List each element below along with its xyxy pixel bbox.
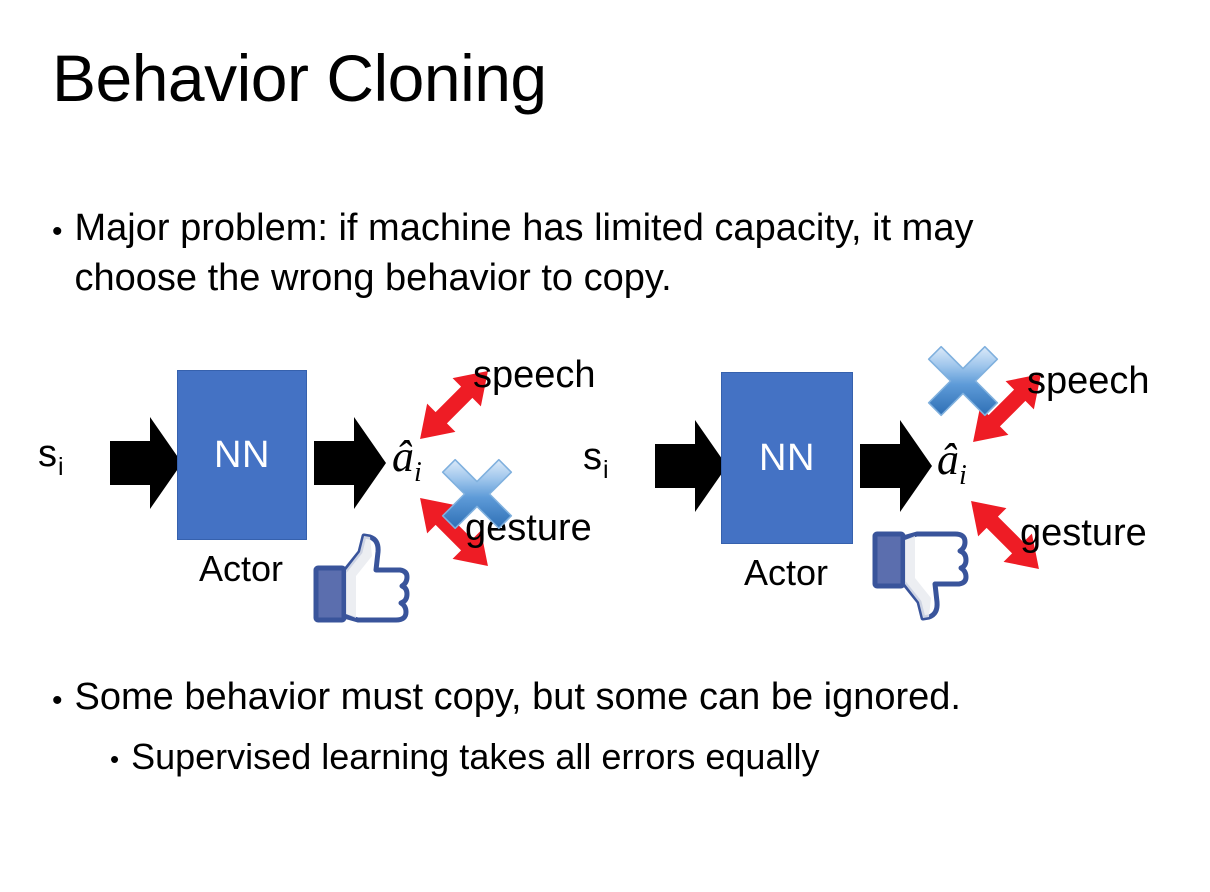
nn-box-left: NN <box>177 370 307 540</box>
output-arrow-right <box>860 418 932 514</box>
action-subscript: i <box>414 456 422 488</box>
state-label-left: si <box>38 435 64 480</box>
speech-arrow-left <box>394 345 514 465</box>
thumbs-down-icon <box>871 528 975 624</box>
nn-box-label: NN <box>759 436 815 479</box>
state-symbol: s <box>38 433 57 475</box>
bullet-marker-icon: • <box>110 744 120 774</box>
bullet-bottom-1-text: Some behavior must copy, but some can be… <box>74 676 961 718</box>
gesture-arrow-right <box>945 475 1065 595</box>
bullet-bottom-2-text: Supervised learning takes all errors equ… <box>131 736 820 777</box>
nn-box-right: NN <box>721 372 853 544</box>
diagram-left: si NN Actor âi <box>10 330 610 640</box>
thumbs-up-icon <box>312 530 416 626</box>
cross-out-speech-icon-right <box>924 342 1002 420</box>
output-label-gesture-right: gesture <box>1020 512 1147 554</box>
input-arrow-left <box>110 415 182 511</box>
state-label-right: si <box>583 438 609 483</box>
output-label-speech-right: speech <box>1027 360 1150 402</box>
state-subscript: i <box>603 455 609 484</box>
speech-arrow-right <box>947 348 1067 468</box>
action-label-right: âi <box>937 438 967 490</box>
actor-caption-right: Actor <box>743 552 829 593</box>
state-subscript: i <box>58 452 64 481</box>
action-label-left: âi <box>392 435 422 487</box>
input-arrow-right <box>655 418 727 514</box>
nn-box-label: NN <box>214 433 270 476</box>
bullet-marker-icon: • <box>52 684 63 717</box>
cross-out-gesture-icon-left <box>438 455 516 533</box>
bullet-bottom-1: • Some behavior must copy, but some can … <box>52 672 1172 722</box>
diagram-right: si NN Actor âi <box>565 330 1165 640</box>
bullet-top: • Major problem: if machine has limited … <box>52 203 1112 303</box>
page-title: Behavior Cloning <box>52 41 547 115</box>
action-symbol: â <box>392 432 414 481</box>
output-arrow-left <box>314 415 386 511</box>
output-label-speech-left: speech <box>473 354 596 396</box>
action-subscript: i <box>959 459 967 491</box>
action-symbol: â <box>937 435 959 484</box>
actor-caption-left: Actor <box>198 548 284 589</box>
bullet-bottom-2: • Supervised learning takes all errors e… <box>110 733 1190 781</box>
bullet-top-text: Major problem: if machine has limited ca… <box>74 207 974 300</box>
gesture-arrow-left <box>394 472 514 592</box>
state-symbol: s <box>583 436 602 478</box>
bullet-marker-icon: • <box>52 215 63 248</box>
